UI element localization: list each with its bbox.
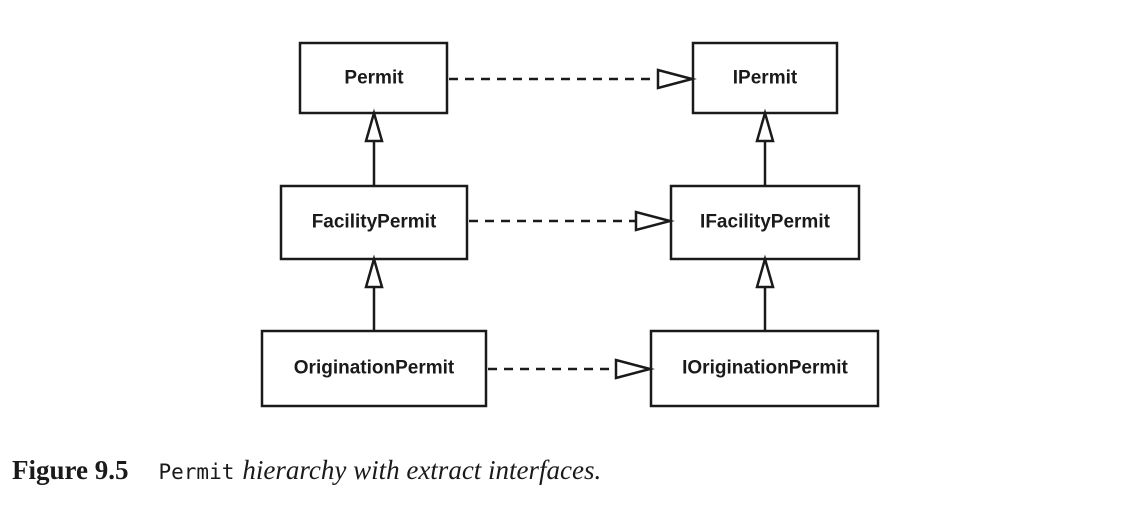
label-permit: Permit [344, 68, 404, 89]
realize-arrowhead-ifacility [634, 210, 675, 232]
box-permit [298, 41, 449, 115]
realize-arrowhead-ipermit [656, 68, 697, 90]
realize-arrowhead-iorigination [614, 358, 655, 380]
class-diagram: Permit IPermit FacilityPermit IFacilityP… [260, 41, 880, 408]
inherit-arrowhead-facility [364, 254, 384, 289]
figure-number: Figure 9.5 [12, 455, 129, 485]
label-iorigination-permit: IOriginationPermit [682, 358, 848, 379]
box-facility-permit [279, 184, 469, 261]
inherit-arrowhead-ifacility [755, 254, 775, 289]
figure-caption: Figure 9.5 Permit hierarchy with extract i… [12, 455, 601, 486]
label-ifacility-permit: IFacilityPermit [700, 212, 831, 233]
label-origination-permit: OriginationPermit [294, 358, 455, 379]
label-facility-permit: FacilityPermit [312, 212, 437, 233]
inherit-arrowhead-permit [364, 108, 384, 143]
box-ipermit [691, 41, 839, 115]
label-ipermit: IPermit [733, 68, 798, 89]
inherit-arrowhead-ipermit [755, 108, 775, 143]
caption-text: hierarchy with extract interfaces. [242, 455, 602, 485]
caption-code-term: Permit [158, 460, 235, 484]
